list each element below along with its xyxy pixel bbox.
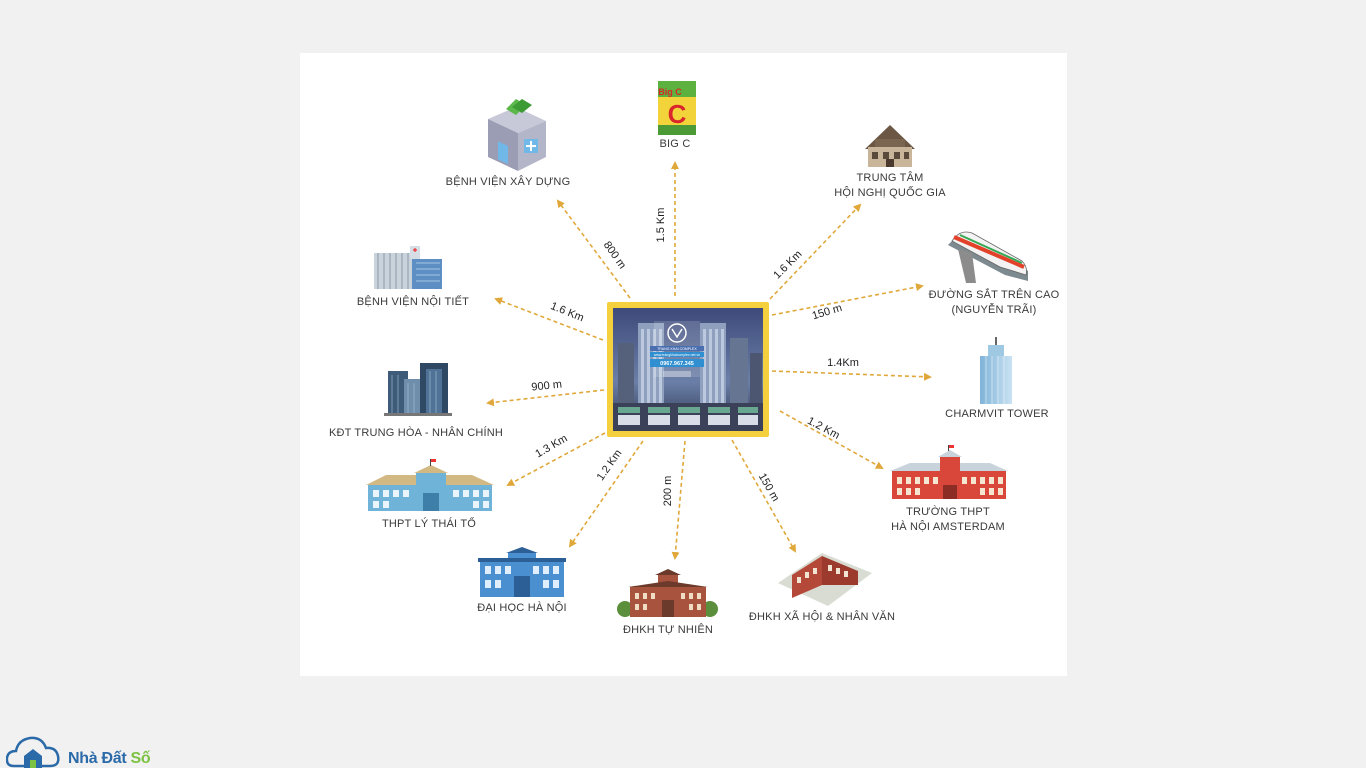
destination-name-line: ĐƯỜNG SẮT TRÊN CAO <box>929 288 1060 301</box>
school-icon <box>366 459 494 511</box>
destination-name-line: HỘI NGHỊ QUỐC GIA <box>834 185 946 199</box>
distance-label-lythaito: 1.3 Km <box>533 432 569 460</box>
arrow-trungtam <box>769 203 862 300</box>
destination-name-line: ĐHKH XÃ HỘI & NHÂN VĂN <box>749 610 895 623</box>
project-brand-name: TRANG KHAI COMPLEX <box>657 347 697 351</box>
distance-label-daihoc: 1.2 Km <box>595 448 625 483</box>
destination-name-line: TRUNG TÂM <box>857 171 924 184</box>
destination-name-bigc: BIG C <box>660 138 691 150</box>
destination-name-line: HÀ NỘI AMSTERDAM <box>891 520 1005 533</box>
distance-label-tunhien: 200 m <box>662 476 674 507</box>
arrow-daihoc <box>568 440 644 548</box>
destination-name-line: BỆNH VIỆN NỘI TIẾT <box>357 295 469 308</box>
destination-name-amsterdam: TRƯỜNG THPT HÀ NỘI AMSTERDAM <box>891 505 1005 533</box>
metro-train-icon <box>948 231 1028 283</box>
destination-name-xaydung: BỆNH VIỆN XÂY DỰNG <box>446 175 571 188</box>
destination-name-line: (NGUYỄN TRÃI) <box>952 303 1037 316</box>
big-c-logo-word: Big C <box>658 87 682 97</box>
destination-name-line: ĐHKH TỰ NHIÊN <box>623 623 713 636</box>
arrow-xaydung <box>556 199 631 299</box>
big-c-logo-letter: C <box>668 99 687 129</box>
supermarket-icon: C Big C <box>658 81 696 135</box>
cloud-house-icon <box>6 736 60 768</box>
project-website: www.trangkhaicomplex.net.vn <box>654 353 700 357</box>
distance-label-xahoi: 150 m <box>756 471 782 503</box>
university-icon <box>617 569 718 617</box>
destination-name-line: ĐẠI HỌC HÀ NỘI <box>477 601 567 614</box>
destination-name-line: THPT LÝ THÁI TỔ <box>382 517 476 530</box>
school-icon <box>890 445 1008 499</box>
arrow-amsterdam <box>779 410 884 469</box>
location-map-card: TRANG KHAI COMPLEX www.trangkhaicomplex.… <box>300 53 1067 676</box>
destination-name-line: CHARMVIT TOWER <box>945 408 1049 420</box>
convention-center-icon <box>865 125 915 167</box>
arrow-charmvit <box>771 370 932 381</box>
distance-label-duongsat: 150 m <box>811 302 844 322</box>
project-center-image: TRANG KHAI COMPLEX www.trangkhaicomplex.… <box>607 302 769 437</box>
destination-name-duongsat: ĐƯỜNG SẮT TRÊN CAO (NGUYỄN TRÃI) <box>929 288 1060 316</box>
project-hotline: 0967.967.345 <box>660 361 694 367</box>
distance-label-trunghoa: 900 m <box>531 378 563 393</box>
distance-label-xaydung: 800 m <box>601 239 628 271</box>
destination-name-lythaito: THPT LÝ THÁI TỔ <box>382 517 476 530</box>
destination-name-line: BỆNH VIỆN XÂY DỰNG <box>446 175 571 188</box>
hospital-icon <box>374 246 442 289</box>
destination-name-line: TRƯỜNG THPT <box>906 505 990 518</box>
watermark-text-main: Nhà Đất <box>68 750 131 767</box>
university-icon <box>478 547 566 597</box>
arrow-trunghoa <box>486 389 605 407</box>
destination-name-charmvit: CHARMVIT TOWER <box>945 408 1049 420</box>
destination-name-noitiet: BỆNH VIỆN NỘI TIẾT <box>357 295 469 308</box>
destination-name-tunhien: ĐHKH TỰ NHIÊN <box>623 623 713 636</box>
urban-area-icon <box>384 363 452 416</box>
university-icon <box>778 553 872 606</box>
distance-arrows <box>486 161 932 560</box>
arrow-lythaito <box>506 432 606 486</box>
arrow-noitiet <box>494 297 604 341</box>
project-logo-icon <box>667 323 687 343</box>
watermark-text-accent: Số <box>130 750 151 767</box>
destination-name-line: KĐT TRUNG HÒA - NHÂN CHÍNH <box>329 426 503 439</box>
distance-label-charmvit: 1.4Km <box>827 357 859 369</box>
distance-label-amsterdam: 1.2 Km <box>805 415 841 442</box>
location-diagram: TRANG KHAI COMPLEX www.trangkhaicomplex.… <box>329 81 1060 636</box>
watermark-text: Nhà Đất Số <box>68 750 151 768</box>
watermark-logo: Nhà Đất Số <box>6 732 186 768</box>
tower-icon <box>980 337 1012 404</box>
arrow-duongsat <box>771 283 924 316</box>
destination-name-line: BIG C <box>660 138 691 150</box>
destination-name-daihoc: ĐẠI HỌC HÀ NỘI <box>477 601 567 614</box>
arrow-xahoi <box>731 439 796 553</box>
distance-label-trungtam: 1.6 Km <box>771 248 804 281</box>
destination-name-xahoi: ĐHKH XÃ HỘI & NHÂN VĂN <box>749 610 895 623</box>
hospital-icon <box>488 99 546 171</box>
distance-label-bigc: 1.5 Km <box>655 208 667 243</box>
arrow-tunhien <box>671 440 686 560</box>
destination-name-trunghoa: KĐT TRUNG HÒA - NHÂN CHÍNH <box>329 426 503 439</box>
